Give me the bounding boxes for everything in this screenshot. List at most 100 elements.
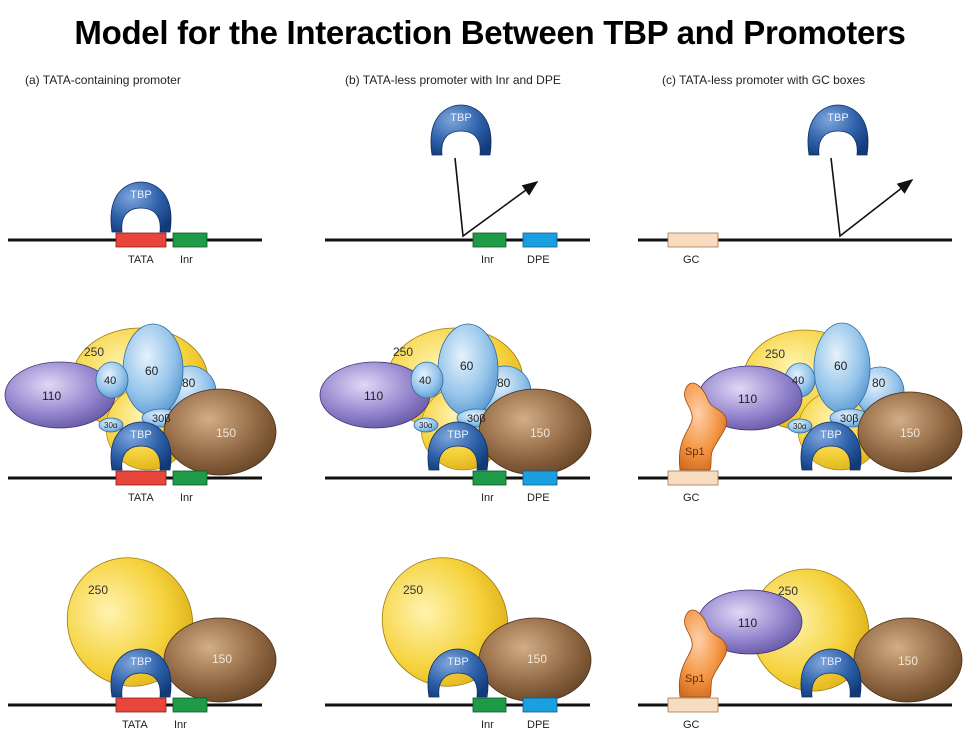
- panel-a-row1: TATA Inr TBP: [8, 181, 262, 266]
- gc-label: GC: [683, 492, 700, 504]
- taf40-protein: [410, 361, 444, 399]
- arrow-icon: [454, 157, 539, 238]
- dpe-label: DPE: [527, 719, 550, 731]
- tbp-protein: [427, 648, 489, 698]
- panel-a-row2: 250 110 60 40 80 30β 30α 150 TBP TATA In…: [4, 323, 277, 504]
- tbp-protein: [110, 181, 172, 233]
- tbp-label: TBP: [450, 112, 471, 124]
- taf250-label: 250: [88, 583, 108, 597]
- taf250-label: 250: [403, 583, 423, 597]
- tbp-label: TBP: [827, 112, 848, 124]
- taf80-label: 80: [497, 376, 511, 390]
- dpe-label: DPE: [527, 492, 550, 504]
- inr-label: Inr: [481, 254, 494, 266]
- inr-label: Inr: [481, 492, 494, 504]
- tbp-protein: [430, 104, 492, 156]
- taf250-label: 250: [765, 347, 785, 361]
- tata-label: TATA: [128, 254, 154, 266]
- inr-label: Inr: [180, 492, 193, 504]
- taf250-label: 250: [778, 584, 798, 598]
- tata-label: TATA: [122, 719, 148, 731]
- taf30a-protein: [98, 417, 124, 433]
- arrow-icon: [830, 157, 914, 238]
- taf60-label: 60: [145, 364, 159, 378]
- taf40-label: 40: [104, 375, 116, 387]
- inr-box: [472, 232, 507, 248]
- taf150-label: 150: [898, 654, 918, 668]
- tbp-protein: [427, 421, 489, 471]
- tbp-protein: [807, 104, 869, 156]
- tata-box: [115, 232, 167, 248]
- taf150-label: 150: [527, 652, 547, 666]
- dpe-box: [522, 232, 558, 248]
- tbp-protein: [110, 421, 172, 471]
- tbp-label: TBP: [820, 429, 841, 441]
- sp1-label: Sp1: [685, 446, 705, 458]
- gc-label: GC: [683, 719, 700, 731]
- taf110-label: 110: [42, 389, 61, 403]
- panel-c-row3: 250 110 150 TBP Sp1 GC: [638, 568, 963, 731]
- sp1-label: Sp1: [685, 673, 705, 685]
- panel-a-label: (a) TATA-containing promoter: [25, 73, 181, 87]
- panel-b-label: (b) TATA-less promoter with Inr and DPE: [345, 73, 561, 87]
- panel-b-row1: Inr DPE TBP: [325, 104, 590, 266]
- dpe-box: [522, 470, 558, 486]
- taf60-label: 60: [460, 359, 474, 373]
- taf80-label: 80: [182, 376, 196, 390]
- taf40-label: 40: [419, 375, 431, 387]
- tbp-label: TBP: [447, 429, 468, 441]
- page-title: Model for the Interaction Between TBP an…: [74, 14, 906, 51]
- taf30a-protein: [413, 417, 439, 433]
- inr-label: Inr: [481, 719, 494, 731]
- taf30b-label: 30β: [152, 413, 171, 425]
- taf250-label: 250: [393, 345, 413, 359]
- panel-c-row1: GC TBP: [638, 104, 952, 266]
- dpe-box: [522, 697, 558, 713]
- taf150-protein: [163, 388, 277, 476]
- dpe-label: DPE: [527, 254, 550, 266]
- tbp-label: TBP: [447, 656, 468, 668]
- inr-label: Inr: [180, 254, 193, 266]
- taf40-protein: [95, 361, 129, 399]
- sp1-protein: [678, 382, 728, 471]
- taf30b-label: 30β: [840, 413, 859, 425]
- inr-box: [472, 470, 507, 486]
- panel-a-row3: 250 150 TBP TATA Inr: [8, 557, 277, 731]
- taf30a-label: 30α: [104, 421, 118, 430]
- tata-label: TATA: [128, 492, 154, 504]
- tata-box: [115, 697, 167, 713]
- tbp-label: TBP: [130, 656, 151, 668]
- tbp-protein: [800, 421, 862, 471]
- taf150-label: 150: [530, 426, 550, 440]
- taf60-label: 60: [834, 359, 848, 373]
- inr-box: [172, 232, 208, 248]
- taf150-label: 150: [900, 426, 920, 440]
- panel-c-label: (c) TATA-less promoter with GC boxes: [662, 73, 865, 87]
- taf30a-label: 30α: [793, 422, 807, 431]
- taf110-label: 110: [364, 389, 383, 403]
- taf30a-label: 30α: [419, 421, 433, 430]
- taf110-label: 110: [738, 392, 757, 406]
- gc-box: [667, 232, 719, 248]
- tbp-label: TBP: [820, 656, 841, 668]
- taf30b-label: 30β: [467, 413, 486, 425]
- taf150-label: 150: [212, 652, 232, 666]
- taf40-label: 40: [792, 375, 804, 387]
- taf80-label: 80: [872, 376, 886, 390]
- tata-box: [115, 470, 167, 486]
- inr-box: [172, 470, 208, 486]
- gc-box: [667, 697, 719, 713]
- inr-box: [172, 697, 208, 713]
- tbp-protein: [800, 648, 862, 698]
- taf250-label: 250: [84, 345, 104, 359]
- gc-box: [667, 470, 719, 486]
- panel-c-row2: 250 110 60 40 80 30β 30α 150 TBP Sp1 GC: [638, 322, 963, 504]
- panel-b-row2: 250 110 60 40 80 30β 30α 150 TBP Inr DPE: [319, 323, 592, 504]
- taf30a-protein: [787, 418, 813, 434]
- inr-box: [472, 697, 507, 713]
- taf110-label: 110: [738, 616, 757, 630]
- sp1-protein: [678, 609, 728, 698]
- tbp-protein: [110, 648, 172, 698]
- taf150-protein: [857, 391, 963, 473]
